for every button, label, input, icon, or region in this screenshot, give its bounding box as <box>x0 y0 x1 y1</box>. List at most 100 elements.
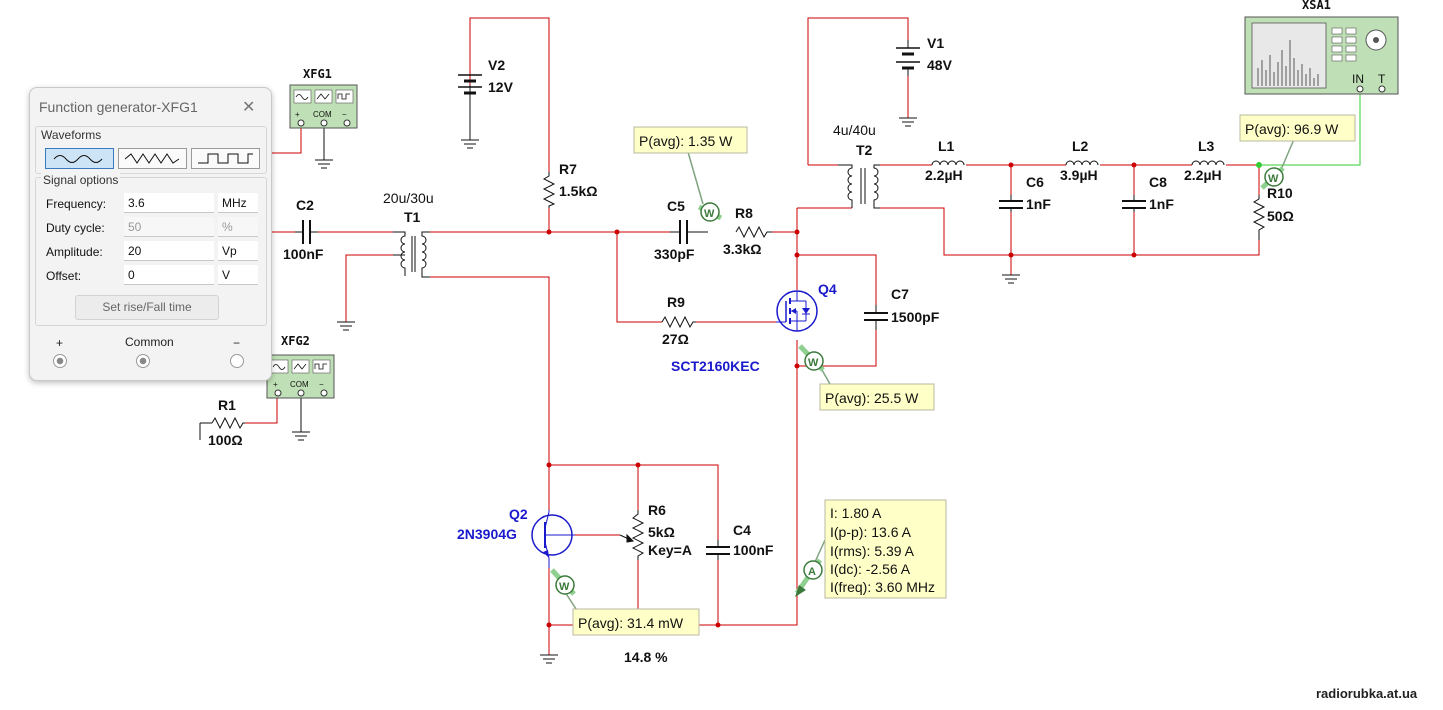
svg-text:P(avg): 25.5 W: P(avg): 25.5 W <box>825 390 919 406</box>
wattmeter-probe-q2[interactable]: W <box>550 568 576 596</box>
signal-options-section <box>35 177 267 326</box>
signal-options-label: Signal options <box>41 173 121 187</box>
wattmeter-probe-q4[interactable]: W <box>798 344 825 372</box>
xfg2-com: COM <box>290 380 309 389</box>
xfg1-com: COM <box>313 110 332 119</box>
triangle-wave-button[interactable] <box>118 148 187 169</box>
label-l2-name: L2 <box>1072 138 1089 154</box>
resistor-r7[interactable] <box>542 172 556 208</box>
label-c6-value: 1nF <box>1026 196 1051 212</box>
function-generator-xfg2[interactable]: + COM − <box>266 354 335 399</box>
label-t2-name: T2 <box>856 142 873 158</box>
potentiometer-r6[interactable] <box>619 510 645 560</box>
capacitor-c6[interactable] <box>999 195 1023 212</box>
label-r10-value: 50Ω <box>1267 208 1294 224</box>
resistor-r10[interactable] <box>1252 195 1266 240</box>
set-rise-fall-button[interactable]: Set rise/Fall time <box>75 295 219 320</box>
xfg2-minus: − <box>319 380 324 389</box>
capacitor-c2[interactable] <box>295 220 318 244</box>
label-l1-value: 2.2µH <box>925 167 963 183</box>
label-r8-value: 3.3kΩ <box>723 241 761 257</box>
label-q4-part: SCT2160KEC <box>671 358 760 374</box>
offset-unit-select[interactable]: V <box>218 265 258 285</box>
duty-cycle-label: Duty cycle: <box>46 221 105 235</box>
duty-cycle-input: 50 <box>124 217 214 237</box>
capacitor-c8[interactable] <box>1122 195 1146 212</box>
label-q2-name: Q2 <box>509 506 528 522</box>
label-r6-name: R6 <box>648 502 666 518</box>
capacitor-c4[interactable] <box>706 540 730 560</box>
component-labels: XFG1 XFG2 XSA1 V2 12V V1 48V R1 100Ω C2 … <box>208 0 1418 701</box>
label-r6-value: 5kΩ <box>648 524 675 540</box>
probe-readout-out: P(avg): 96.9 W <box>1239 114 1356 142</box>
minus-terminal[interactable] <box>230 354 244 368</box>
waveforms-section <box>35 126 267 174</box>
svg-text:I(freq): 3.60 MHz: I(freq): 3.60 MHz <box>830 579 935 595</box>
label-c5-name: C5 <box>667 198 685 214</box>
spectrum-analyzer-xsa1[interactable]: IN T <box>1244 16 1399 95</box>
label-xfg2: XFG2 <box>281 334 310 348</box>
svg-text:I(rms): 5.39 A: I(rms): 5.39 A <box>830 543 915 559</box>
transformer-t2[interactable] <box>838 164 880 209</box>
function-generator-dialog[interactable]: Function generator-XFG1 ✕ Waveforms Sign… <box>29 87 272 381</box>
label-c8-value: 1nF <box>1149 196 1174 212</box>
amplitude-unit-select[interactable]: Vp <box>218 241 258 261</box>
capacitor-c5[interactable] <box>670 220 708 244</box>
frequency-input[interactable]: 3.6 <box>124 193 214 213</box>
label-v2-value: 12V <box>488 79 514 95</box>
probe-readout-r8: P(avg): 1.35 W <box>633 126 748 154</box>
wire-to-analyzer <box>1256 92 1361 168</box>
mosfet-q4[interactable] <box>776 290 818 332</box>
junctions <box>546 162 1137 628</box>
label-l1-name: L1 <box>938 138 955 154</box>
duty-cycle-unit: % <box>218 217 258 237</box>
capacitor-c7[interactable] <box>864 305 888 330</box>
square-wave-button[interactable] <box>191 148 260 169</box>
sa-in-label: IN <box>1352 72 1364 86</box>
plus-terminal[interactable] <box>53 354 67 368</box>
inductor-l3[interactable] <box>1191 160 1225 166</box>
resistor-r9[interactable] <box>661 315 696 329</box>
xfg1-minus: − <box>342 110 347 119</box>
a-icon: A <box>808 566 816 578</box>
svg-text:P(avg): 1.35 W: P(avg): 1.35 W <box>639 133 733 149</box>
w-icon: W <box>808 357 819 369</box>
label-l3-name: L3 <box>1198 138 1215 154</box>
offset-input[interactable]: 0 <box>124 265 214 285</box>
amplitude-label: Amplitude: <box>46 245 103 259</box>
label-r1-value: 100Ω <box>208 432 243 448</box>
transformer-t1[interactable] <box>393 231 430 278</box>
sa-t-label: T <box>1378 72 1386 86</box>
frequency-unit-select[interactable]: MHz <box>218 193 258 213</box>
label-t2-ratio: 4u/40u <box>833 122 876 138</box>
amplitude-input[interactable]: 20 <box>124 241 214 261</box>
svg-text:P(avg): 96.9 W: P(avg): 96.9 W <box>1245 121 1339 137</box>
label-r8-name: R8 <box>735 205 753 221</box>
label-l3-value: 2.2µH <box>1184 167 1222 183</box>
w-icon: W <box>559 581 570 593</box>
resistor-r1[interactable] <box>200 416 245 430</box>
label-q4-name: Q4 <box>818 281 837 297</box>
battery-v1[interactable] <box>896 40 920 76</box>
sine-wave-button[interactable] <box>45 148 114 169</box>
wattmeter-probe-r8[interactable]: W <box>697 202 723 222</box>
label-c4-value: 100nF <box>733 542 774 558</box>
inductor-l1[interactable] <box>931 160 965 166</box>
bjt-q2[interactable] <box>531 510 575 568</box>
svg-text:I(dc): -2.56 A: I(dc): -2.56 A <box>830 561 911 577</box>
common-terminal[interactable] <box>136 354 150 368</box>
function-generator-xfg1[interactable]: + COM − <box>289 84 358 129</box>
label-xfg1: XFG1 <box>303 67 332 81</box>
plus-terminal-label: + <box>56 336 64 350</box>
battery-v2[interactable] <box>458 74 482 100</box>
svg-text:P(avg): 31.4 mW: P(avg): 31.4 mW <box>578 615 684 631</box>
ammeter-probe[interactable]: A <box>794 558 823 597</box>
close-icon[interactable]: ✕ <box>242 99 256 116</box>
label-t1-ratio: 20u/30u <box>383 190 434 206</box>
frequency-label: Frequency: <box>46 197 107 211</box>
inductor-l2[interactable] <box>1065 160 1099 166</box>
resistor-r8[interactable] <box>735 225 772 239</box>
wattmeter-probe-out[interactable]: W <box>1260 166 1285 190</box>
watermark: radiorubka.at.ua <box>1316 686 1418 701</box>
